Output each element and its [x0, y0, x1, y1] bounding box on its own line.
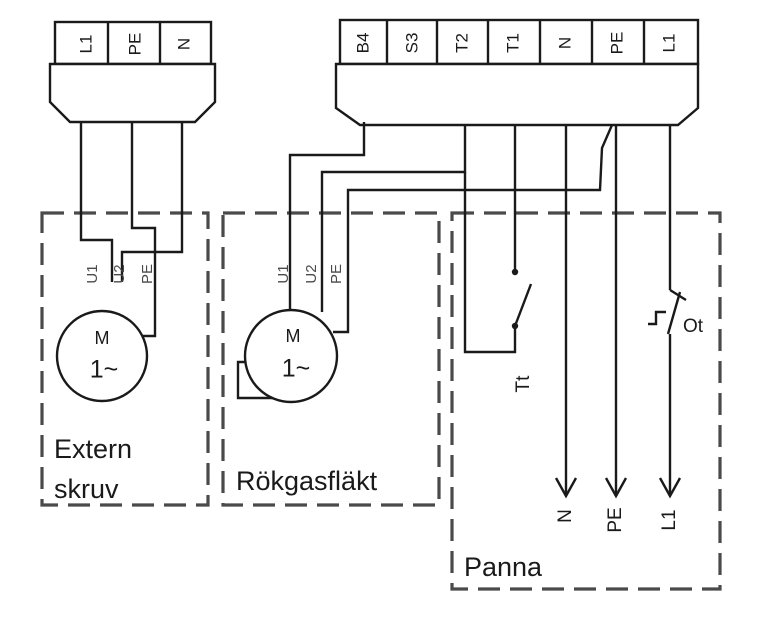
motor-2-pin-pe: PE: [328, 264, 345, 284]
panna-group-box: [450, 211, 722, 591]
motor-1-pin-pe: PE: [139, 264, 156, 284]
output-label-pe: PE: [605, 507, 626, 532]
right-terminal-b4: B4: [353, 33, 372, 54]
motor-1-letter: M: [95, 328, 110, 348]
motor-extern-skruv: M 1~ U1 U2 PE: [55, 264, 156, 403]
motor-2-letter: M: [286, 326, 301, 346]
left-terminal-n: N: [174, 38, 193, 50]
right-terminal-block: B4 S3 T2 T1 N PE L1: [334, 18, 700, 127]
right-terminal-t2: T2: [452, 33, 471, 53]
motor-2-pin-u1: U1: [275, 264, 292, 283]
group-label-panna: Panna: [464, 552, 543, 582]
motor-2-pin-u2: U2: [303, 264, 320, 283]
group-label-extern: Extern: [54, 434, 132, 464]
right-terminal-s3: S3: [402, 33, 421, 54]
group-label-rokgasflakt: Rökgasfläkt: [236, 466, 378, 496]
motor-2-circle: [243, 308, 339, 404]
motor-2-phase: 1~: [282, 355, 311, 383]
group-label-skruv: skruv: [54, 474, 119, 504]
motor-1-pin-u2: U2: [111, 264, 128, 283]
motor-1-pin-u1: U1: [84, 264, 101, 283]
right-terminal-pe: PE: [607, 32, 626, 55]
motor-1-phase: 1~: [90, 356, 119, 384]
motor-rokgasflakt: M 1~ U1 U2 PE: [243, 264, 345, 404]
left-terminal-l1: L1: [76, 35, 95, 54]
output-label-n: N: [555, 509, 576, 523]
overheat-label: Ot: [683, 316, 704, 337]
thermostat-label: Tt: [513, 375, 534, 393]
motor-1-circle: [55, 309, 149, 403]
left-terminal-pe: PE: [125, 33, 144, 56]
extern-skruv-wiring: [79, 122, 184, 338]
output-n-pe-lines: [554, 125, 628, 499]
right-terminal-t1: T1: [503, 33, 522, 53]
output-label-l1: L1: [659, 509, 680, 530]
right-terminal-l1: L1: [659, 34, 678, 53]
left-terminal-block: L1 PE N: [48, 20, 217, 124]
thermostat-switch: Tt: [463, 125, 534, 393]
rokgasflakt-group-box: [221, 211, 441, 507]
overheat-protection: Ot: [648, 125, 704, 499]
right-terminal-n: N: [555, 37, 574, 49]
rokgasflakt-wiring: [236, 122, 614, 400]
extern-skruv-group-box: [40, 211, 210, 507]
